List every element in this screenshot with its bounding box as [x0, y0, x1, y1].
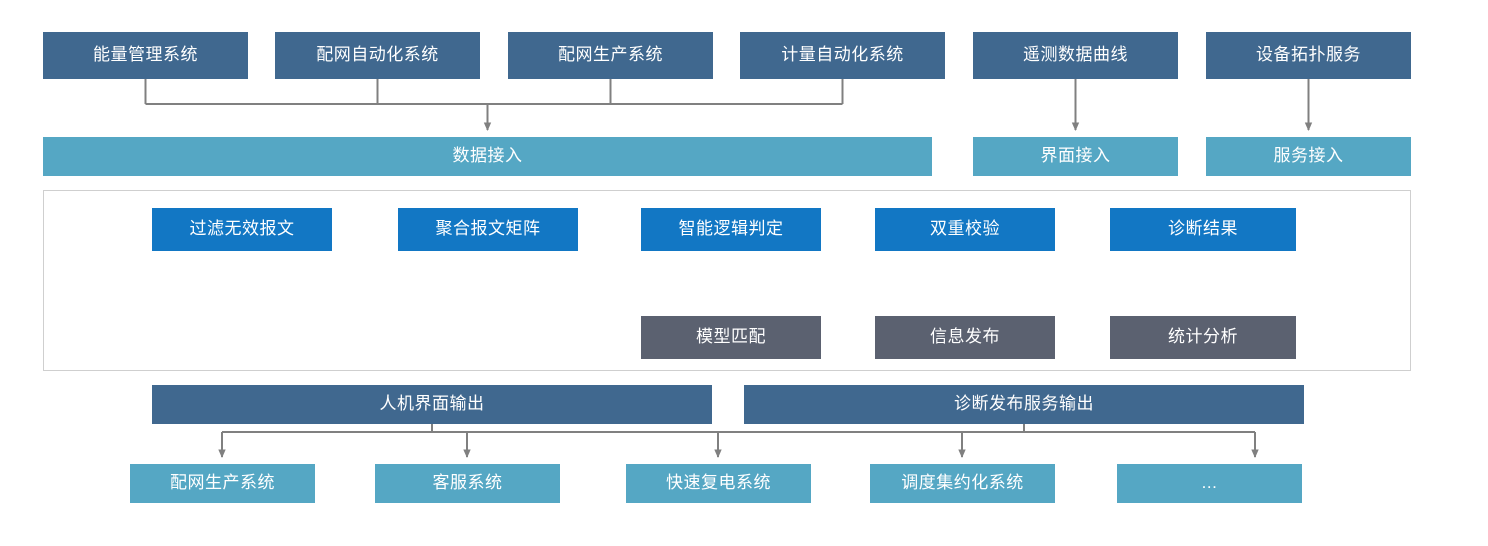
- source-system-device-topology-service[interactable]: 设备拓扑服务: [1206, 32, 1411, 79]
- consumer-system-customer-service[interactable]: 客服系统: [375, 464, 560, 503]
- wire-sources-to-data-access: [144, 79, 844, 131]
- pipeline-step-diagnosis-result[interactable]: 诊断结果: [1110, 208, 1296, 251]
- access-layer-data[interactable]: 数据接入: [43, 137, 932, 176]
- pipeline-output-information-publishing[interactable]: 信息发布: [875, 316, 1055, 359]
- consumer-system-dispatch-intensive[interactable]: 调度集约化系统: [870, 464, 1055, 503]
- source-system-metering-automation[interactable]: 计量自动化系统: [740, 32, 945, 79]
- source-system-energy-management[interactable]: 能量管理系统: [43, 32, 248, 79]
- output-bar-hmi[interactable]: 人机界面输出: [152, 385, 712, 424]
- pipeline-step-intelligent-logic-decision[interactable]: 智能逻辑判定: [641, 208, 821, 251]
- source-system-distribution-production[interactable]: 配网生产系统: [508, 32, 713, 79]
- pipeline-step-dual-verification[interactable]: 双重校验: [875, 208, 1055, 251]
- output-bar-diagnosis-publish-service[interactable]: 诊断发布服务输出: [744, 385, 1304, 424]
- pipeline-step-aggregate-message-matrix[interactable]: 聚合报文矩阵: [398, 208, 578, 251]
- access-layer-service[interactable]: 服务接入: [1206, 137, 1411, 176]
- source-system-telemetry-curve[interactable]: 遥测数据曲线: [973, 32, 1178, 79]
- consumer-system-distribution-production[interactable]: 配网生产系统: [130, 464, 315, 503]
- pipeline-step-filter-invalid-messages[interactable]: 过滤无效报文: [152, 208, 332, 251]
- wire-outputs-to-consumers: [218, 424, 1259, 458]
- source-system-distribution-automation[interactable]: 配网自动化系统: [275, 32, 480, 79]
- consumer-system-rapid-restoration[interactable]: 快速复电系统: [626, 464, 811, 503]
- access-layer-ui[interactable]: 界面接入: [973, 137, 1178, 176]
- pipeline-output-model-matching[interactable]: 模型匹配: [641, 316, 821, 359]
- consumer-system-more[interactable]: ...: [1117, 464, 1302, 503]
- pipeline-output-statistical-analysis[interactable]: 统计分析: [1110, 316, 1296, 359]
